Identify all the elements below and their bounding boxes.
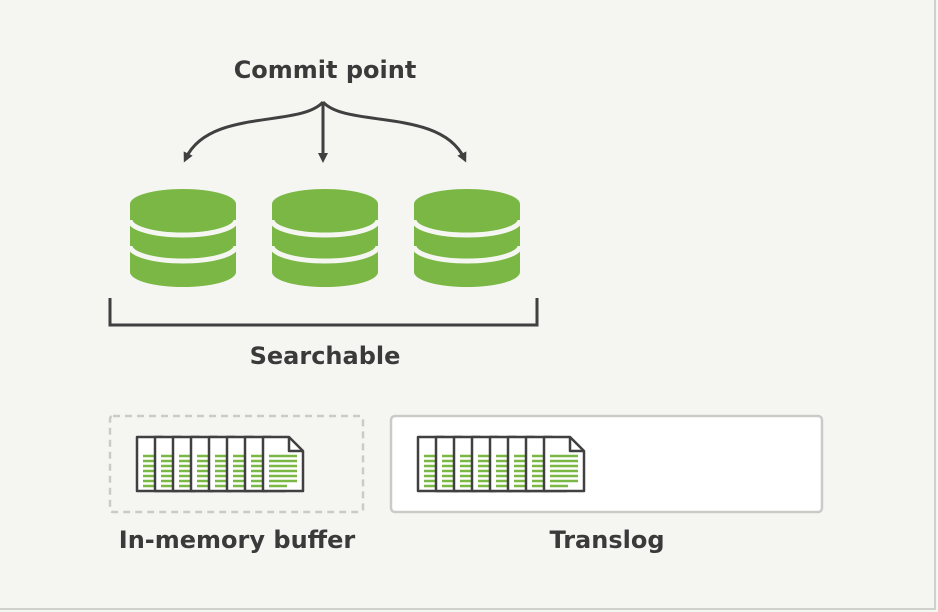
commit-arrows [183, 100, 467, 163]
translog-label: Translog [549, 526, 665, 554]
searchable-label: Searchable [249, 342, 401, 370]
buffer-documents-icon [137, 437, 303, 491]
buffer-box [108, 414, 365, 514]
searchable-bracket [108, 298, 539, 327]
in-memory-buffer-label: In-memory buffer [118, 526, 356, 554]
arrow-right [321, 100, 467, 163]
database-icon [130, 189, 236, 287]
translog-documents-icon [418, 437, 584, 491]
database-icon [272, 189, 378, 287]
arrow-left [183, 100, 325, 163]
commit-point-label: Commit point [233, 56, 417, 84]
database-icon [414, 189, 520, 287]
